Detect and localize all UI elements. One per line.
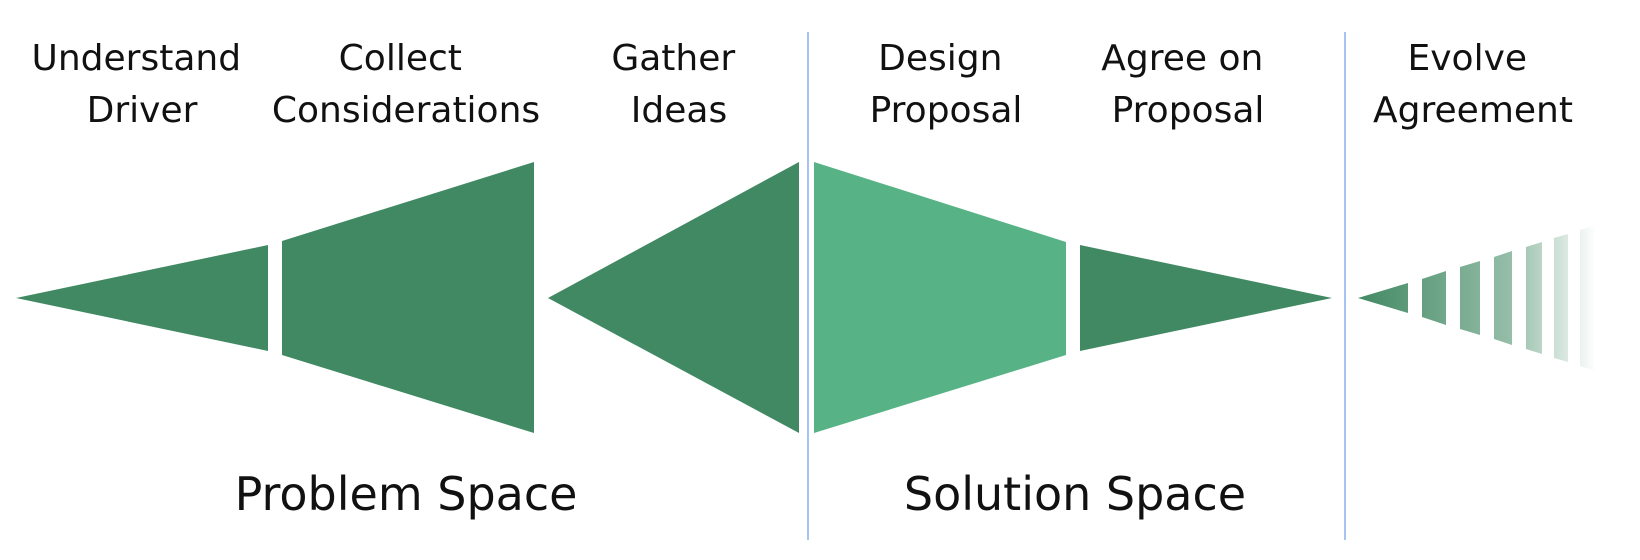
step-label-design-proposal: Design Proposal xyxy=(870,38,1023,131)
shape-design-proposal xyxy=(814,162,1066,433)
evolve-segment xyxy=(1526,242,1542,354)
shape-agree-on-proposal xyxy=(1080,245,1332,351)
step-label-collect-considerations: Collect Considerations xyxy=(272,38,540,131)
evolve-segment xyxy=(1554,234,1568,362)
shape-understand-driver xyxy=(16,245,268,351)
evolve-segment xyxy=(1358,283,1408,313)
step-label-understand-driver: Understand Driver xyxy=(31,38,252,131)
shape-evolve-agreement xyxy=(1358,225,1596,371)
evolve-segment xyxy=(1422,271,1446,325)
step-label-agree-on-proposal: Agree on Proposal xyxy=(1101,38,1275,131)
solution-space-label: Solution Space xyxy=(904,467,1246,521)
problem-space-label: Problem Space xyxy=(235,467,578,521)
evolve-segment xyxy=(1494,251,1512,345)
step-label-gather-ideas: Gather Ideas xyxy=(611,38,746,131)
shape-collect-considerations xyxy=(282,162,534,433)
evolve-segment xyxy=(1460,261,1480,335)
step-label-evolve-agreement: Evolve Agreement xyxy=(1373,38,1573,131)
evolve-segment xyxy=(1580,225,1596,371)
shape-gather-ideas xyxy=(548,162,799,433)
